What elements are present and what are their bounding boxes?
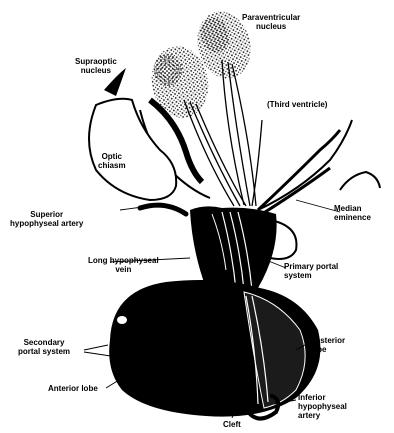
label-third-ventricle: (Third ventricle) (267, 100, 327, 109)
label-supraoptic-nucleus: Supraoptic nucleus (75, 57, 117, 75)
label-secondary-portal-system: Secondary portal system (18, 338, 70, 356)
label-long-hypophyseal-vein: Long hypophyseal vein (88, 256, 159, 274)
label-paraventricular-nucleus: Paraventricular nucleus (242, 13, 300, 31)
pituitary-gland (109, 280, 320, 417)
pituitary-stalk (190, 206, 277, 290)
label-anterior-lobe: Anterior lobe (48, 384, 98, 393)
label-inferior-hypophyseal-artery: Inferior hypophyseal artery (298, 393, 347, 420)
median-eminence-shape (258, 130, 340, 214)
label-cleft: Cleft (223, 420, 241, 429)
label-superior-hypophyseal-artery: Superior hypophyseal artery (10, 210, 83, 228)
label-primary-portal-system: Primary portal system (284, 262, 338, 280)
label-median-eminence: Median eminence (334, 204, 371, 222)
label-posterior-lobe: Posterior lobe (310, 336, 345, 354)
label-optic-chiasm: Optic chiasm (98, 152, 126, 170)
